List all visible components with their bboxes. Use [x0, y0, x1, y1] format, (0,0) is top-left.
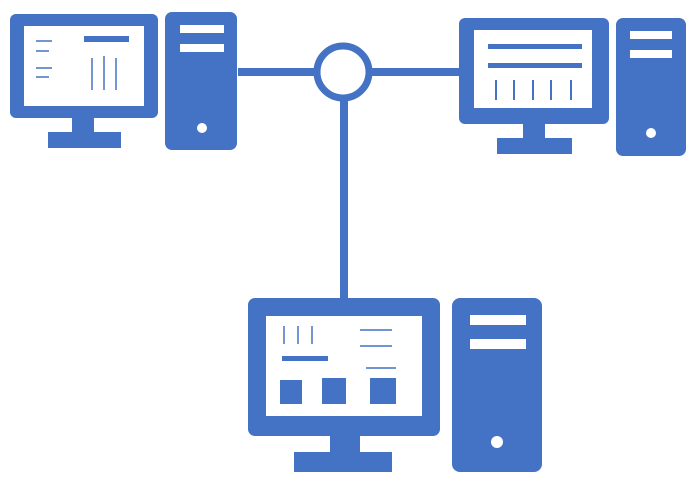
tower-drive-bay [180, 44, 224, 52]
screen-content [283, 326, 396, 369]
monitor-base [48, 132, 121, 148]
tower-drive-bay [470, 315, 526, 325]
desktop-computer-icon [459, 18, 686, 156]
monitor-neck [72, 118, 94, 134]
dashboard-block [280, 380, 302, 404]
monitor-base [294, 452, 392, 472]
screen-content [495, 80, 572, 100]
monitor-neck [523, 124, 545, 140]
screen-header-bar [488, 44, 582, 49]
power-button-icon [491, 436, 503, 448]
tower-drive-bay [630, 31, 672, 39]
monitor-neck [330, 436, 360, 454]
hub-node-icon [313, 42, 373, 102]
screen-header-bar [84, 36, 129, 42]
tower-drive-bay [180, 25, 224, 33]
screen-header-bar [282, 356, 328, 361]
desktop-computer-icon [10, 12, 237, 150]
connection-lines [238, 68, 460, 298]
screen-header-bar [488, 63, 582, 68]
workstation-right [459, 18, 686, 156]
power-button-icon [197, 123, 207, 133]
tower-drive-bay [630, 50, 672, 58]
dashboard-block [370, 378, 396, 404]
desktop-computer-icon [248, 298, 542, 472]
screen-content [36, 40, 117, 90]
workstation-bottom [248, 298, 542, 472]
tower-drive-bay [470, 339, 526, 349]
power-button-icon [646, 128, 656, 138]
dashboard-block [322, 378, 346, 404]
workstation-left [10, 12, 237, 150]
monitor-base [497, 138, 572, 154]
